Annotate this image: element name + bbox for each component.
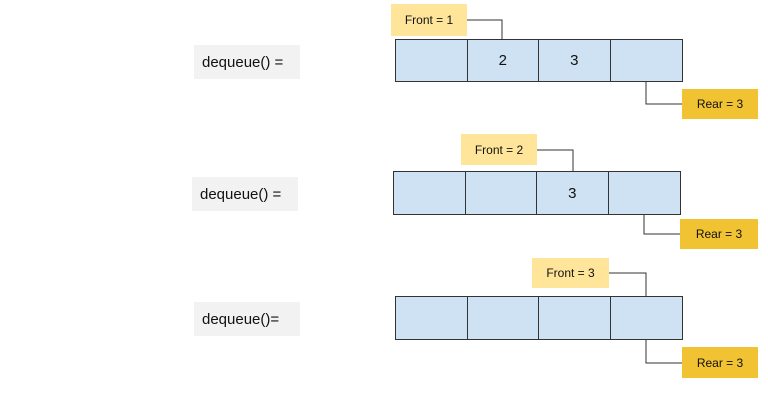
rear-pointer-label: Rear = 3 xyxy=(682,89,758,119)
rear-connector-step-3 xyxy=(645,339,682,364)
queue-cell-0 xyxy=(396,40,468,81)
front-pointer-label: Front = 2 xyxy=(461,134,537,165)
rear-connector-step-1 xyxy=(645,81,682,105)
dequeue-operation-label: dequeue()= xyxy=(194,302,300,336)
queue-cell-3 xyxy=(608,172,680,214)
front-connector-step-2 xyxy=(537,149,574,171)
queue-cell-3 xyxy=(610,40,682,81)
dequeue-operation-label: dequeue() = xyxy=(192,177,298,211)
rear-pointer-label: Rear = 3 xyxy=(682,347,758,378)
queue-cell-1 xyxy=(467,297,539,339)
queue-cell-3 xyxy=(610,297,682,339)
front-connector-step-1 xyxy=(467,19,503,39)
rear-connector-step-2 xyxy=(643,214,680,235)
front-pointer-label: Front = 1 xyxy=(391,4,467,36)
queue-array xyxy=(395,296,683,340)
queue-array: 3 xyxy=(393,171,681,215)
queue-cell-1 xyxy=(465,172,537,214)
rear-pointer-label: Rear = 3 xyxy=(680,219,758,249)
queue-cell-1: 2 xyxy=(467,40,539,81)
dequeue-operation-label: dequeue() = xyxy=(194,45,300,79)
queue-cell-0 xyxy=(394,172,466,214)
queue-array: 2 3 xyxy=(395,39,683,82)
queue-cell-2: 3 xyxy=(539,40,611,81)
queue-cell-2 xyxy=(539,297,611,339)
front-connector-step-3 xyxy=(609,272,647,296)
queue-cell-0 xyxy=(396,297,468,339)
queue-cell-2: 3 xyxy=(537,172,609,214)
front-pointer-label: Front = 3 xyxy=(532,258,609,288)
